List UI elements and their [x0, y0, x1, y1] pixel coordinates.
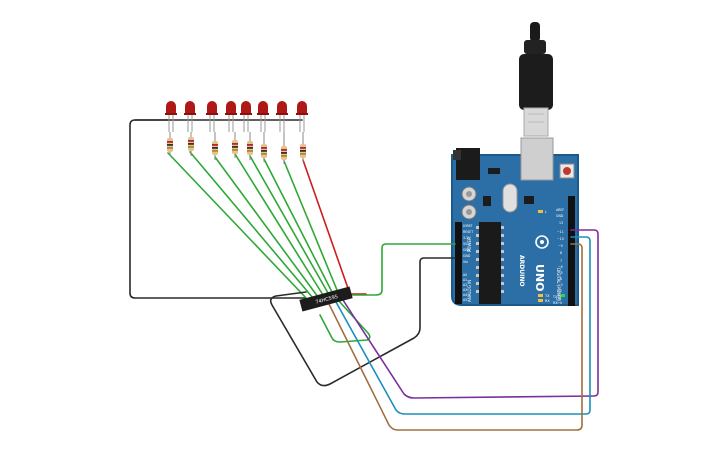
pin-3: ~3	[558, 283, 563, 287]
model-label: UNO	[533, 264, 546, 292]
pin-a4: A4	[463, 293, 467, 297]
pin-6: ~6	[558, 265, 563, 269]
pin-reset: RESET	[463, 230, 473, 234]
wire-purple[interactable]	[342, 229, 599, 399]
wire-black-led-ground[interactable]	[129, 119, 306, 299]
shift-register-label: 74HC595	[315, 294, 339, 306]
pin-7: 7	[560, 259, 562, 263]
arduino-uno-board[interactable]: POWER ANALOG IN DIGITAL (PWM~) ARDUINO U…	[451, 137, 579, 306]
led-icon[interactable]	[225, 101, 237, 132]
pin-9: ~9	[558, 244, 563, 248]
pin-3v3: 3.3V	[463, 236, 471, 240]
power-header[interactable]	[455, 222, 462, 272]
resistor-icon[interactable]	[247, 132, 253, 160]
power-header-label: POWER	[467, 237, 472, 252]
wire-green-1[interactable]	[167, 152, 309, 301]
led-icon[interactable]	[276, 101, 288, 132]
wire-green-6[interactable]	[263, 158, 333, 293]
wire-black-gnd[interactable]	[269, 257, 456, 387]
pin-tx: TX→1	[552, 295, 562, 299]
arduino-logo-icon	[535, 235, 549, 249]
pin-a2: A2	[463, 283, 467, 287]
pin-4: 4	[560, 277, 562, 281]
analog-header[interactable]	[455, 272, 462, 304]
led-icon[interactable]	[240, 101, 252, 132]
pin-a5: A5	[463, 298, 467, 302]
pin-gnd-d: GND	[556, 214, 564, 218]
pin-aref: AREF	[556, 208, 564, 212]
pin-11: ~11	[557, 230, 564, 234]
pin-gnd-1: GND	[463, 248, 471, 252]
resistor-icon[interactable]	[300, 132, 306, 162]
pin-13: 13	[559, 221, 563, 225]
wire-red[interactable]	[302, 159, 367, 295]
pin-5: ~5	[558, 271, 563, 275]
digital-header-label: DIGITAL (PWM~)	[556, 268, 561, 302]
resistor-group	[167, 132, 306, 164]
resistor-icon[interactable]	[261, 132, 267, 162]
led-label-rx: RX	[545, 299, 550, 303]
wire-green-loop[interactable]	[319, 299, 371, 343]
pin-a1: A1	[463, 278, 467, 282]
wire-green-2[interactable]	[189, 151, 314, 299]
pin-5v: 5V	[463, 242, 468, 246]
wire-cyan[interactable]	[335, 236, 591, 415]
analog-header-label: ANALOG IN	[467, 280, 472, 302]
wire-green-3[interactable]	[214, 156, 319, 298]
pin-rx: RX←0	[553, 301, 562, 305]
wire-green-4[interactable]	[234, 153, 324, 296]
led-icon[interactable]	[257, 101, 269, 132]
digital-header[interactable]	[568, 196, 575, 306]
led-label-l: L	[545, 210, 547, 214]
led-icon[interactable]	[165, 101, 177, 132]
led-group	[165, 101, 308, 132]
pin-a0: A0	[463, 273, 467, 277]
resistor-icon[interactable]	[212, 132, 218, 160]
pin-ioref: IOREF	[463, 224, 473, 228]
wire-brown[interactable]	[328, 243, 583, 431]
pin-vin: Vin	[463, 260, 468, 264]
led-icon[interactable]	[184, 101, 196, 132]
resistor-icon[interactable]	[167, 132, 173, 156]
resistor-icon[interactable]	[188, 132, 194, 156]
wire-green-5[interactable]	[249, 155, 329, 294]
usb-port[interactable]	[520, 137, 554, 181]
brand-logo: ARDUINO	[518, 255, 525, 286]
pin-10: ~10	[557, 237, 564, 241]
led-label-tx: TX	[544, 294, 550, 298]
shift-register-74hc595[interactable]: 74HC595	[299, 286, 353, 312]
wire-green-vcc[interactable]	[351, 243, 456, 296]
led-label-on: ON	[556, 297, 562, 301]
resistor-icon[interactable]	[281, 132, 287, 164]
chip-icon	[479, 222, 501, 304]
pin-8: 8	[560, 251, 562, 255]
pin-a3: A3	[463, 288, 467, 292]
led-icon[interactable]	[206, 101, 218, 132]
pin-2: 2	[560, 289, 562, 293]
wire-green-7[interactable]	[283, 160, 338, 291]
led-icon[interactable]	[296, 101, 308, 132]
usb-cable-icon[interactable]	[519, 22, 553, 137]
pin-gnd-2: GND	[463, 254, 471, 258]
resistor-icon[interactable]	[232, 132, 238, 158]
